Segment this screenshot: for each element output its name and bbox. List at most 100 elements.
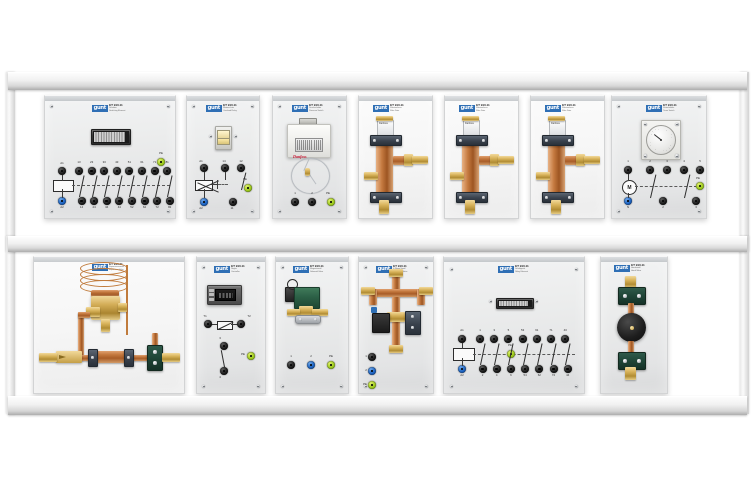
brass-coupling-right [162,353,180,362]
jack-pe[interactable] [327,198,335,206]
copper-link-upper [628,303,634,317]
jack-terminal-top[interactable] [112,167,121,175]
jack-n[interactable] [624,197,632,205]
jack-terminal-top[interactable] [100,167,109,175]
jack-14[interactable] [221,164,229,172]
jack-3[interactable] [220,342,228,350]
jack-11[interactable] [229,198,237,206]
jack-4[interactable] [680,166,688,174]
jack-terminal-top[interactable] [532,335,541,343]
jack-terminal-top[interactable] [490,335,499,343]
jack-terminal-bottom[interactable] [492,365,501,373]
jack-12[interactable] [237,164,245,172]
contactor-terminal-face [498,300,529,307]
panel-timer-panel[interactable]: gunt ET 910.11 Zeitschaltuhr Timer Switc… [611,95,707,219]
jack-terminal-top[interactable] [476,335,484,343]
jack-terminal-top[interactable] [163,167,172,175]
panel-filter-drier-panel-b[interactable]: gunt ET 910.11 Filtertrockner Filter Dri… [444,95,519,219]
panel-filter-drier-panel-c[interactable]: gunt ET 910.11 Filtertrockner Filter Dri… [530,95,605,219]
panel-four-way-valve-panel[interactable]: gunt ET 910.11 4-Wege-Ventil Reversing V… [358,256,434,394]
jack-3b[interactable] [692,197,700,205]
jack-terminal-top[interactable] [561,335,570,343]
jack-a2[interactable] [200,198,208,206]
jack-2[interactable] [646,166,654,174]
panel-hand-valve-panel[interactable]: gunt ET 910.11 Handventil Hand Valve [600,256,668,394]
jack-pe[interactable] [327,361,335,369]
jack-label: 5 [507,328,510,332]
jack-2[interactable] [368,367,376,375]
gunt-logo: gunt ET 910.11 Filtertrockner Filter Dri… [459,103,490,112]
jack-t1[interactable] [204,320,212,328]
panel-subtitle-en: Switching Element [109,109,126,112]
controller-buttons[interactable] [209,288,214,302]
brass-coupling-right [419,287,433,295]
jack-terminal-bottom[interactable] [506,365,515,373]
jack-terminal-top[interactable] [518,335,527,343]
jack-terminal-bottom[interactable] [115,197,124,205]
jack-terminal-top[interactable] [87,167,96,175]
jack-terminal-bottom[interactable] [521,365,530,373]
panel-filter-drier-panel-a[interactable]: gunt ET 910.11 Filtertrockner Filter Dri… [358,95,433,219]
digital-controller-device[interactable] [207,285,242,305]
jack-terminal-bottom[interactable] [102,197,111,205]
jack-terminal-bottom[interactable] [127,197,136,205]
jack-terminal-top[interactable] [150,167,159,175]
jack-terminal-bottom[interactable] [77,197,86,205]
timer-clock-device[interactable] [641,120,681,160]
jack-4[interactable] [220,367,228,375]
brass-top-nut [625,276,636,288]
panel-expansion-valve-panel[interactable]: gunt ET 910.11 Expansionsventil Expansio… [33,256,185,394]
jack-terminal-top[interactable] [547,335,555,343]
jack-1[interactable] [291,198,299,206]
jack-1[interactable] [624,166,632,174]
jack-pe[interactable] [247,352,255,360]
jack-terminal-bottom[interactable] [153,197,162,205]
jack-terminal-bottom[interactable] [90,197,99,205]
jack-pe[interactable] [157,158,165,166]
txv-inlet-port [86,307,100,317]
jack-label-pe: PE [243,177,247,181]
jack-terminal-top[interactable] [138,167,146,175]
jack-1[interactable] [287,361,295,369]
jack-terminal-bottom[interactable] [535,365,544,373]
brass-nut-bottom [379,200,389,214]
gunt-wordmark: gunt [92,104,108,112]
jack-terminal-bottom[interactable] [478,365,487,373]
jack-a1[interactable] [58,167,66,175]
wire [462,358,463,366]
jack-a2[interactable] [58,197,66,205]
jack-terminal-bottom[interactable] [563,365,572,373]
jack-terminal-bottom[interactable] [165,197,174,205]
hand-valve-wheel[interactable] [617,313,646,342]
jack-a1[interactable] [458,335,466,343]
jack-2b[interactable] [659,197,667,205]
panel-digital-controller-panel[interactable]: gunt ET 910.11 Regler Controller T1 T2 3… [196,256,266,394]
jack-3[interactable] [663,166,671,174]
wire [628,174,629,180]
jack-a2[interactable] [458,365,466,373]
panel-overload-relay-panel[interactable]: gunt ET 910.11 Motorschutz Overload Rela… [186,95,260,219]
jack-label: 2 [649,159,651,163]
pipe-clamp [542,135,574,146]
jack-terminal-top[interactable] [504,335,513,343]
jack-pe[interactable] [368,381,376,389]
jack-5[interactable] [696,166,704,174]
gunt-wordmark: gunt [292,104,308,112]
jack-t2[interactable] [237,320,245,328]
jack-pe[interactable] [696,182,704,190]
jack-terminal-top[interactable] [75,167,83,175]
jack-label: A2 [460,373,464,377]
panel-solenoid-valve-panel[interactable]: gunt ET 910.11 Magnetventil Solenoid Val… [275,256,349,394]
panel-contactor-panel-2[interactable]: gunt ET 910.11 Schaltgerät Relay Element… [443,256,585,394]
jack-terminal-bottom[interactable] [549,365,558,373]
panel-contactor-panel[interactable]: gunt ET 910.11 Schalten Switching Elemen… [44,95,176,219]
jack-pe[interactable] [244,184,252,192]
jack-terminal-bottom[interactable] [140,197,149,205]
jack-2[interactable] [308,198,316,206]
jack-terminal-top[interactable] [125,167,134,175]
jack-1[interactable] [368,353,376,361]
jack-a1[interactable] [200,164,208,172]
panel-screw [424,384,428,388]
jack-2[interactable] [307,361,315,369]
panel-pressure-switch-panel[interactable]: gunt ET 910.11 Druckschalter Pressure Sw… [272,95,347,219]
